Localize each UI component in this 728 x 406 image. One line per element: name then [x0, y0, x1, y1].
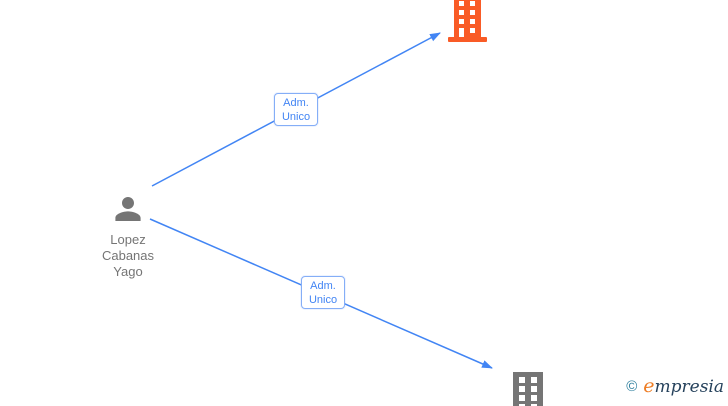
company-node-top[interactable] [447, 0, 488, 42]
copyright-symbol: © [626, 377, 638, 395]
brand-wordmark: empresia [643, 376, 724, 397]
building-icon [513, 372, 543, 406]
building-icon [448, 0, 487, 42]
empresia-watermark: © empresia [626, 376, 724, 397]
person-node[interactable]: Lopez Cabanas Yago [88, 191, 168, 280]
edge-role-label: Adm. Unico [274, 93, 318, 126]
edge-role-text: Adm. Unico [308, 279, 338, 306]
brand-initial: e [643, 375, 655, 397]
edge-role-label: Adm. Unico [301, 276, 345, 309]
person-icon [115, 197, 141, 221]
brand-rest: mpresia [654, 377, 725, 397]
company-node-bottom[interactable] [513, 372, 543, 406]
person-name-label: Lopez Cabanas Yago [101, 232, 155, 279]
edge-role-text: Adm. Unico [281, 96, 311, 123]
